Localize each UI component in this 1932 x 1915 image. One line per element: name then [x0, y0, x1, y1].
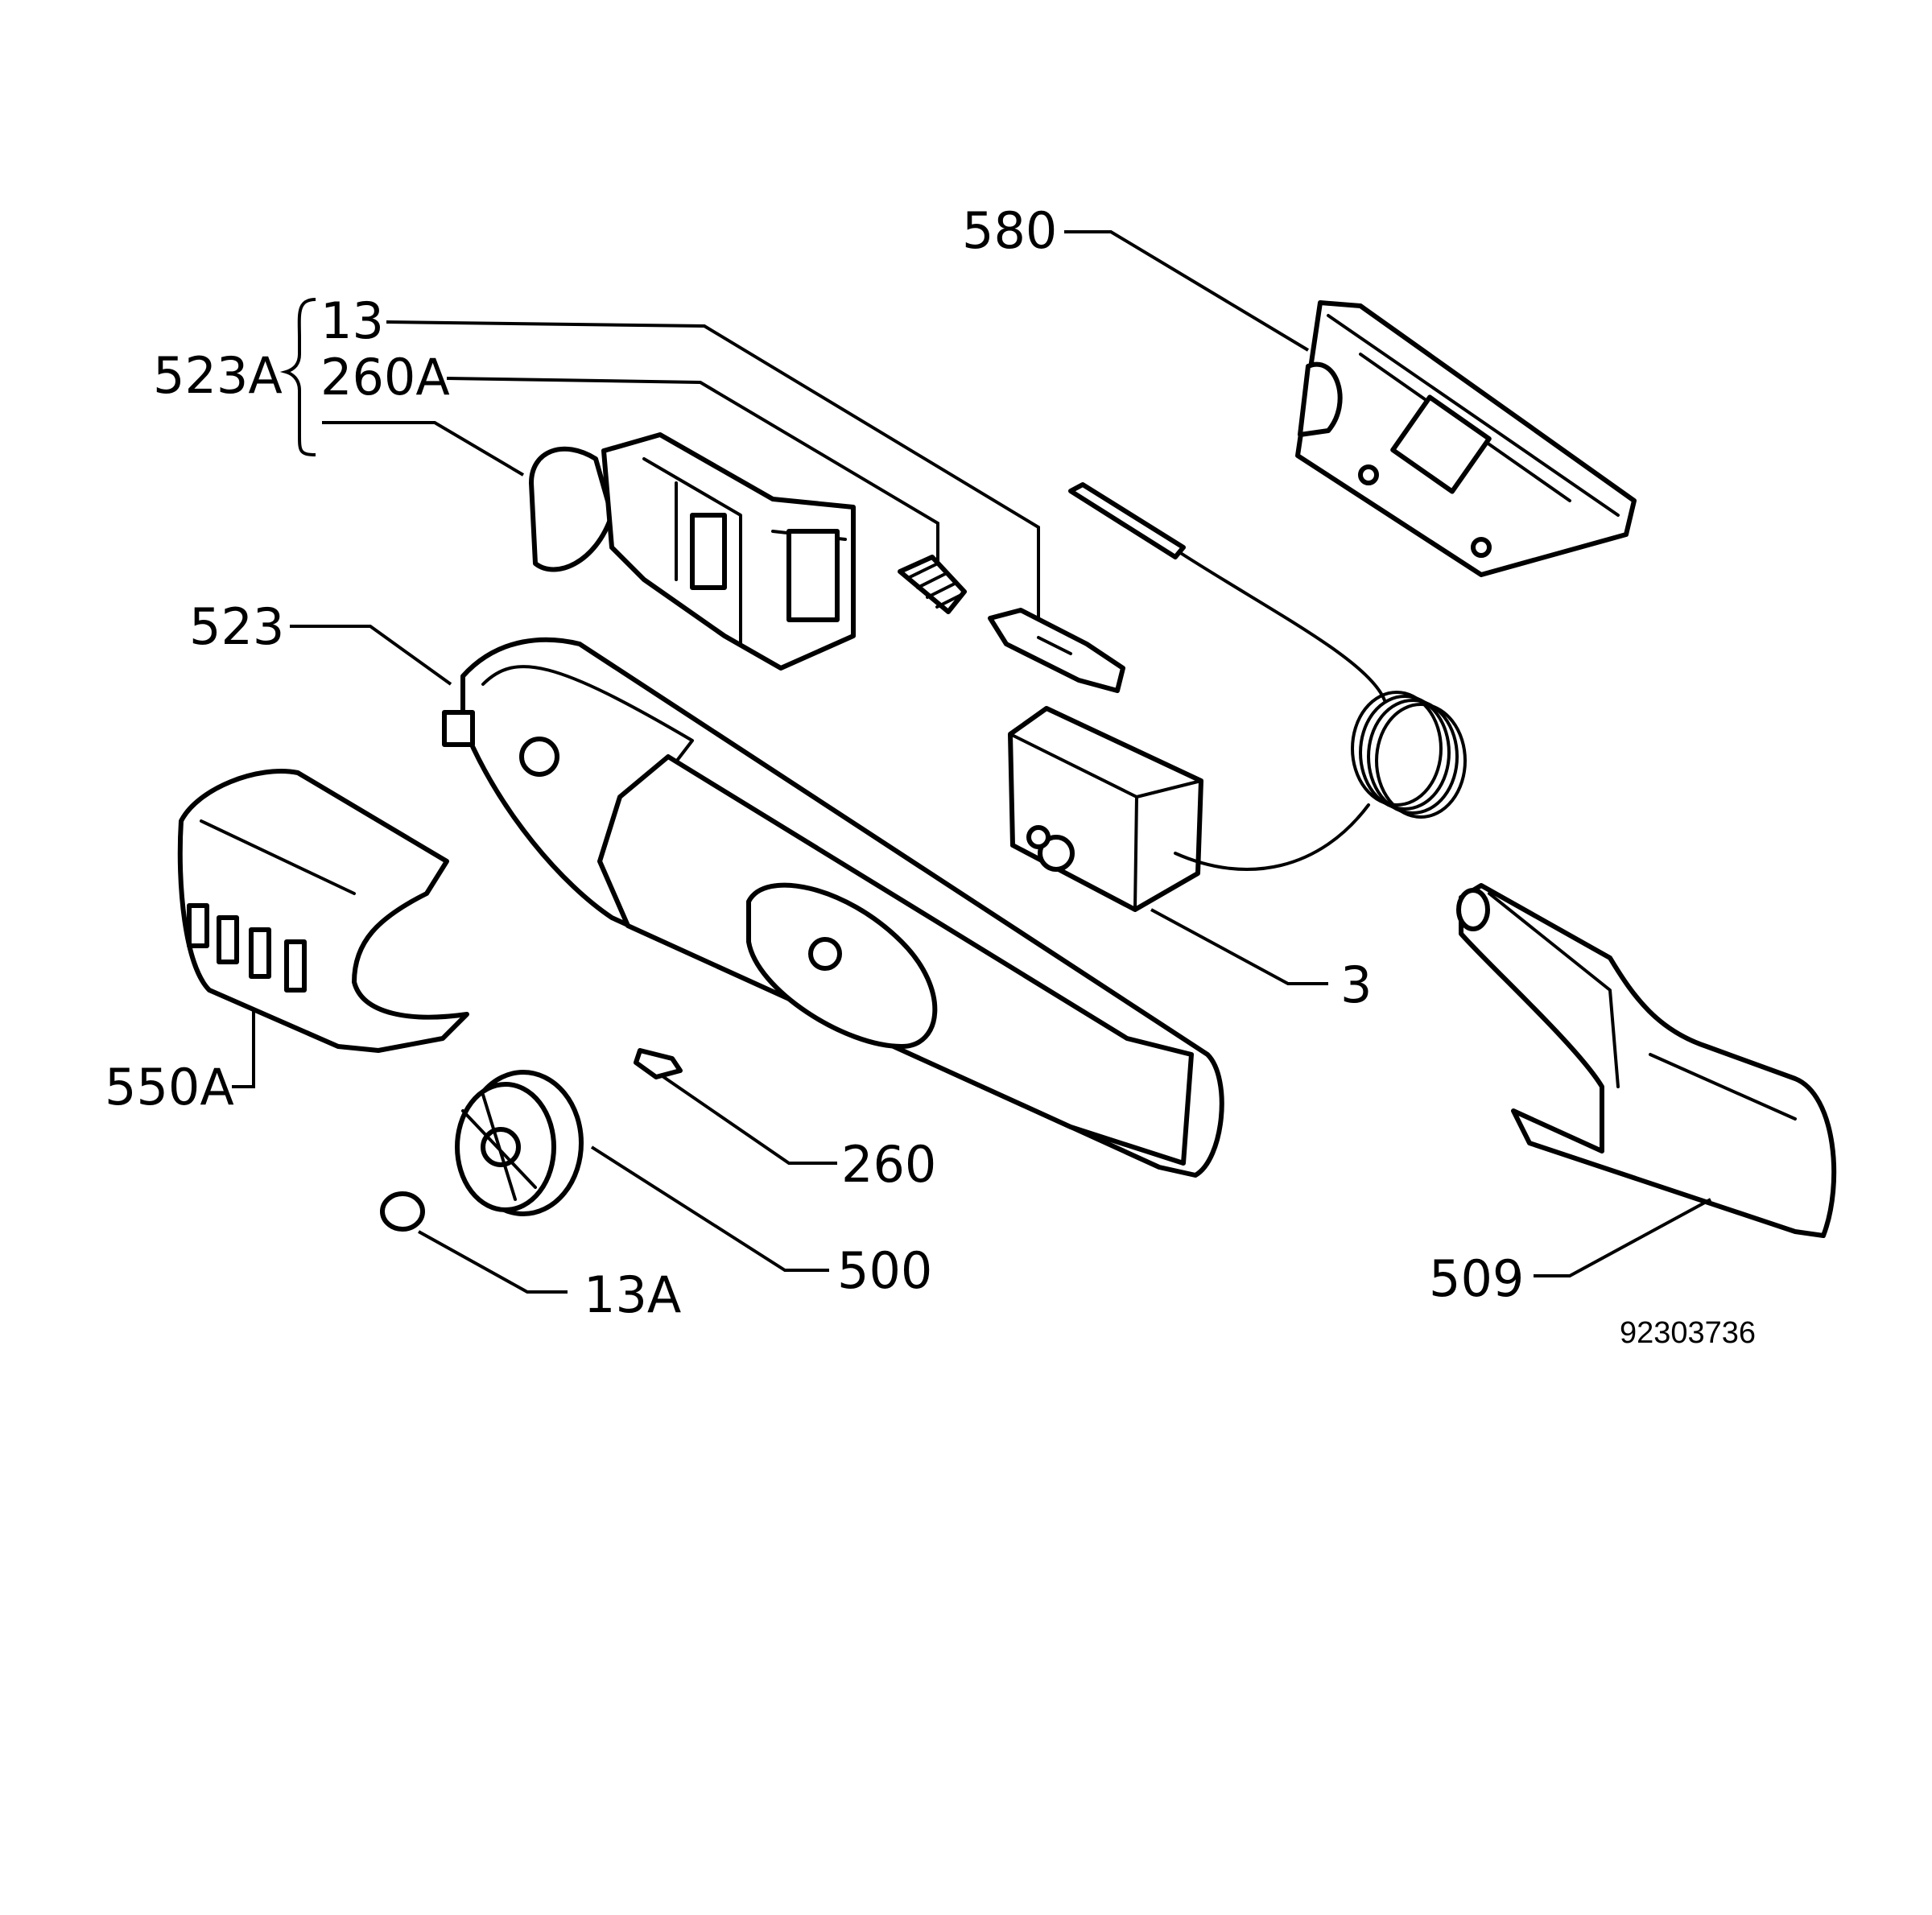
brace-523A: [279, 298, 316, 456]
callout-580: 580: [962, 201, 1057, 260]
callout-550A: 550A: [105, 1058, 234, 1116]
leader-509: [1534, 1198, 1711, 1277]
leader-13A: [418, 1230, 568, 1294]
part-500-knob: [455, 1070, 584, 1216]
leader-523A-assembly: [322, 421, 525, 477]
leader-550A: [232, 1010, 255, 1088]
leader-13: [386, 320, 1040, 620]
part-523-control-housing: [442, 637, 1224, 1178]
part-550A-vented-cover: [177, 769, 469, 1053]
callout-260A: 260A: [320, 348, 450, 407]
callout-13: 13: [320, 291, 384, 350]
document-number: 92303736: [1620, 1316, 1756, 1350]
leader-260A: [446, 377, 939, 563]
leader-lines: [232, 230, 1711, 1294]
leader-500: [590, 1145, 829, 1272]
part-580-bracket: [1295, 300, 1637, 577]
callout-509: 509: [1429, 1249, 1524, 1308]
leader-260: [658, 1073, 837, 1165]
callout-523: 523: [189, 597, 284, 656]
part-13-shaft: [988, 608, 1125, 693]
part-13A-cap: [380, 1191, 425, 1232]
callout-260: 260: [841, 1135, 936, 1194]
part-260-clip: [634, 1048, 683, 1079]
part-523A-thermostat-assembly: [529, 432, 856, 671]
leader-580: [1064, 230, 1310, 352]
leader-3: [1150, 908, 1328, 985]
part-260A-spring: [898, 555, 967, 614]
part-3-thermostat: [1008, 482, 1467, 912]
part-509-handle: [1456, 883, 1837, 1238]
callout-523A: 523A: [153, 346, 283, 405]
leader-523: [290, 625, 452, 686]
callout-3: 3: [1340, 955, 1372, 1014]
callout-500: 500: [837, 1241, 932, 1300]
callout-13A: 13A: [584, 1265, 681, 1324]
